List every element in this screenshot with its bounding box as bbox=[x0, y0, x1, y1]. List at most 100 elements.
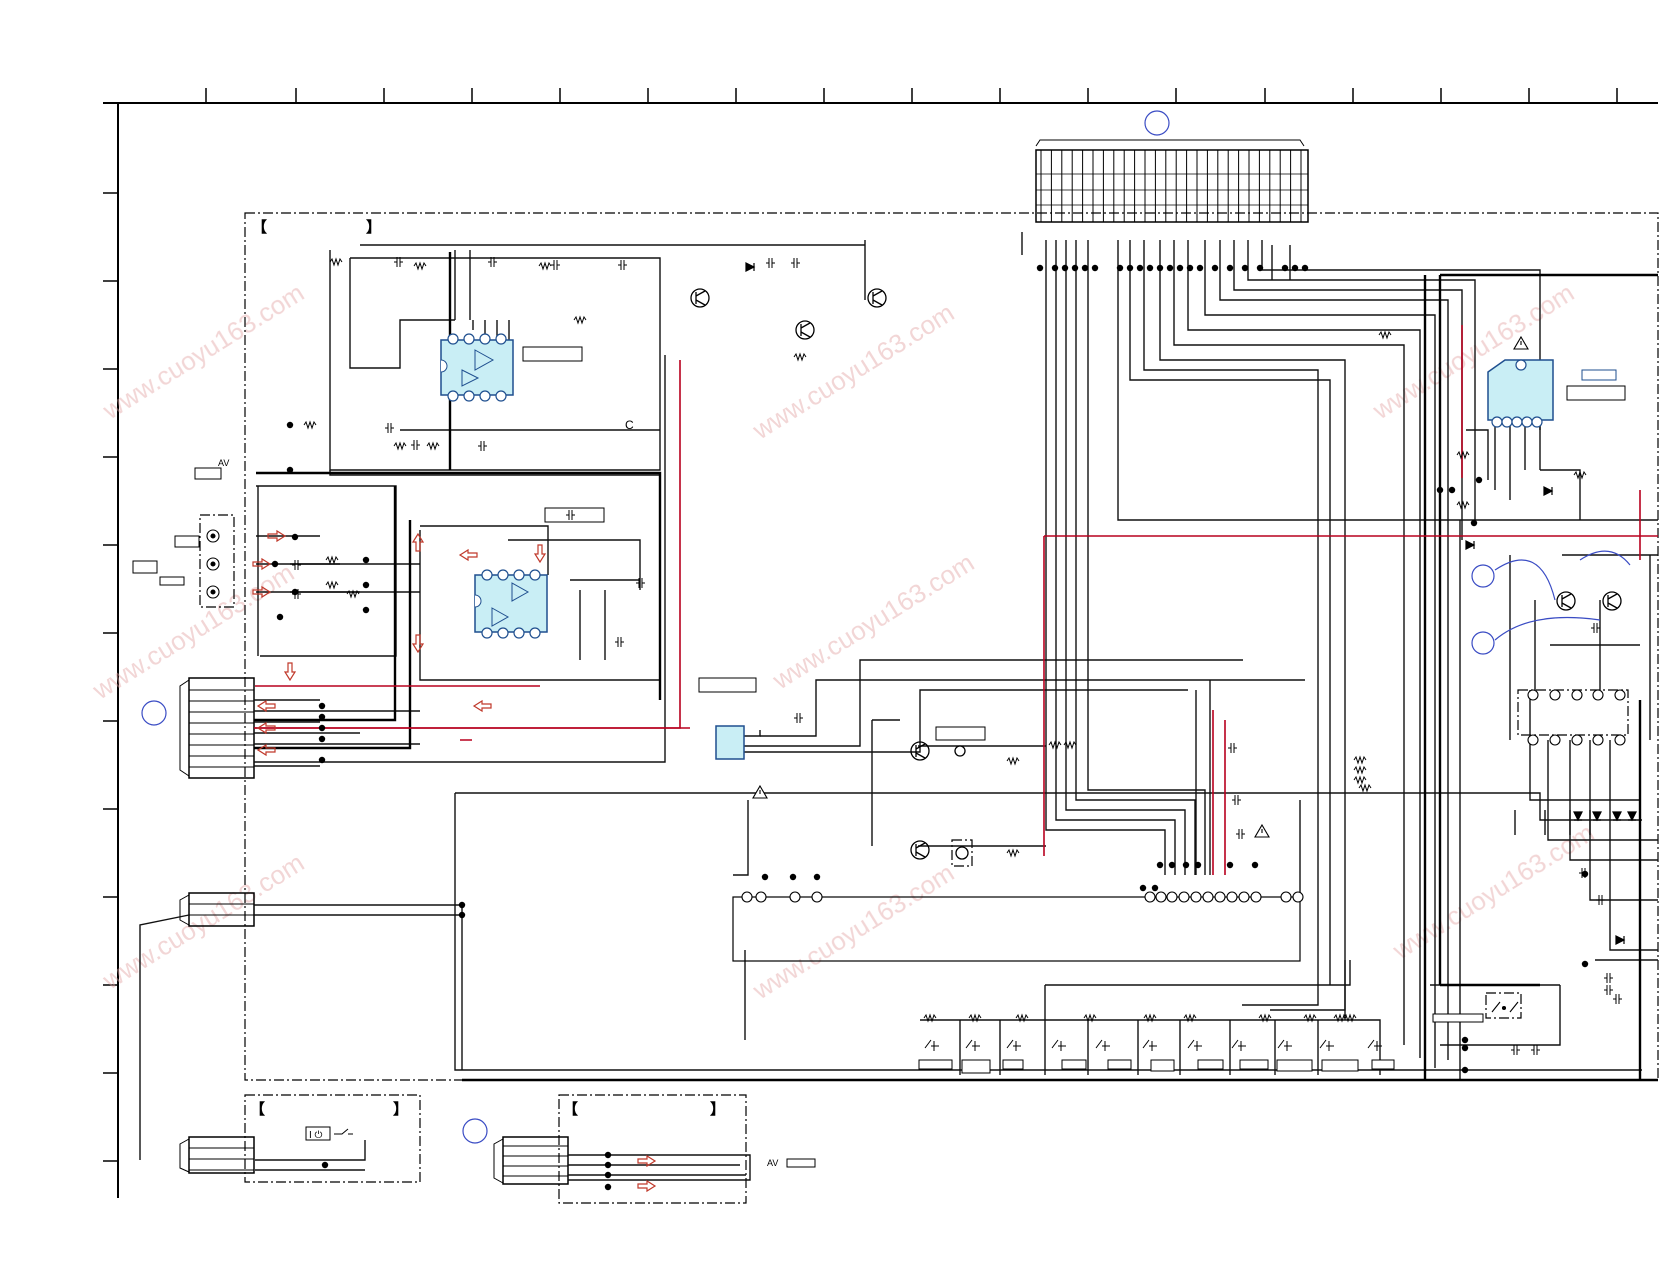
wire bbox=[744, 659, 1243, 747]
front-panel-pins bbox=[741, 891, 1304, 903]
main-board-bracket-close: 】 bbox=[366, 218, 381, 236]
tact-switch-icon bbox=[1051, 1039, 1066, 1051]
junction-dot bbox=[286, 466, 294, 474]
junction-dot bbox=[1136, 264, 1144, 272]
front-panel-pin bbox=[1178, 891, 1190, 903]
frame-ruler bbox=[103, 102, 1658, 1198]
wire bbox=[1229, 1020, 1319, 1075]
capacitor bbox=[566, 510, 575, 520]
main-power-switch bbox=[1491, 1001, 1519, 1013]
signal-arrow-down bbox=[533, 544, 547, 564]
ic2-bottom-pin bbox=[513, 627, 525, 639]
transistor-emitter bbox=[915, 851, 926, 858]
signal-flow-arrows bbox=[252, 529, 657, 1193]
diode bbox=[1592, 811, 1602, 822]
label-boxes bbox=[132, 346, 1626, 1168]
ic-pins bbox=[447, 333, 1543, 639]
signal-arrow-down bbox=[283, 662, 297, 682]
transistors bbox=[690, 288, 1622, 860]
front-panel-pin bbox=[1155, 891, 1167, 903]
ic1-bottom-pin bbox=[495, 390, 507, 402]
wire bbox=[1045, 960, 1351, 986]
probe-circle bbox=[1471, 564, 1495, 588]
wire bbox=[1044, 985, 1181, 1075]
junction-dot bbox=[1301, 264, 1309, 272]
main-board-outline bbox=[244, 212, 1659, 1081]
probe-lead bbox=[1494, 616, 1601, 641]
transformer-pin bbox=[1592, 734, 1604, 746]
resistor bbox=[325, 580, 339, 590]
capacitor bbox=[292, 589, 301, 599]
capacitor bbox=[385, 423, 394, 433]
junction-dot bbox=[1116, 264, 1124, 272]
led-icon bbox=[954, 745, 966, 757]
junction-dot bbox=[1461, 1044, 1469, 1052]
wire bbox=[254, 680, 666, 763]
audio-path bbox=[254, 360, 681, 729]
audio-path bbox=[460, 727, 690, 741]
resistor bbox=[1063, 740, 1077, 750]
transistor bbox=[690, 288, 710, 308]
resistor bbox=[329, 257, 343, 267]
resistor bbox=[1343, 1013, 1357, 1023]
junction-dot bbox=[1436, 486, 1444, 494]
resistor bbox=[1258, 1013, 1272, 1023]
wire bbox=[420, 525, 549, 575]
switch-part-box bbox=[1432, 1013, 1484, 1023]
signal-arrow-right bbox=[267, 529, 287, 543]
ic2-top-pin bbox=[497, 569, 509, 581]
warning-triangle-icon bbox=[1513, 335, 1529, 350]
headphone-board-bracket-close: 】 bbox=[710, 1100, 725, 1118]
junction-dot bbox=[1251, 861, 1259, 869]
signal-arrow-right bbox=[252, 585, 272, 599]
junction-dot bbox=[1461, 1036, 1469, 1044]
bus-wires bbox=[254, 252, 1658, 1082]
tact-switch-icon bbox=[1231, 1039, 1246, 1051]
capacitor bbox=[615, 637, 624, 647]
resistor bbox=[1456, 450, 1470, 460]
wire bbox=[139, 914, 190, 1160]
bus-wire bbox=[254, 520, 412, 750]
wire bbox=[1247, 240, 1476, 520]
resistor bbox=[325, 555, 339, 565]
watermark-text: www.cuoyu163.com bbox=[96, 277, 309, 426]
wire bbox=[254, 904, 462, 916]
junction-dot bbox=[604, 1151, 612, 1159]
warning-triangle-icon bbox=[1254, 823, 1270, 838]
probe-lead bbox=[1579, 550, 1631, 566]
ic1-top-pin bbox=[495, 333, 507, 345]
resistor bbox=[303, 420, 317, 430]
front-panel-pin bbox=[811, 891, 823, 903]
wire bbox=[255, 1140, 366, 1161]
front-panel-pin bbox=[1144, 891, 1156, 903]
led-icon bbox=[955, 846, 969, 860]
ic2-bottom-pin bbox=[497, 627, 509, 639]
wire bbox=[1117, 240, 1658, 521]
connector-pin-lines bbox=[189, 689, 568, 1177]
capacitor bbox=[411, 440, 420, 450]
wire bbox=[733, 800, 749, 876]
junction-dot bbox=[1281, 264, 1289, 272]
front-panel-connector bbox=[732, 896, 1301, 962]
wire bbox=[1534, 600, 1640, 690]
top-connector-pins bbox=[1036, 150, 1308, 222]
wire bbox=[1055, 240, 1176, 875]
junction-dot bbox=[1291, 264, 1299, 272]
junction-dot bbox=[1166, 264, 1174, 272]
transistor bbox=[910, 840, 930, 860]
wire bbox=[254, 699, 420, 767]
signal-arrow-right bbox=[252, 557, 272, 571]
signal-arrow-left bbox=[458, 548, 478, 562]
wire bbox=[920, 1019, 1381, 1075]
regulator-tag-box bbox=[1581, 369, 1617, 381]
ic1-top-pin bbox=[447, 333, 459, 345]
signal-arrow-down bbox=[411, 634, 425, 654]
transformer-pin bbox=[1614, 734, 1626, 746]
wire bbox=[329, 250, 661, 471]
transistor-body bbox=[690, 288, 710, 308]
wire bbox=[360, 240, 866, 300]
ic1-bottom-pin bbox=[447, 390, 459, 402]
junction-dot bbox=[1182, 861, 1190, 869]
junction-dot bbox=[362, 606, 370, 614]
tact-switch-icon bbox=[1187, 1039, 1202, 1051]
